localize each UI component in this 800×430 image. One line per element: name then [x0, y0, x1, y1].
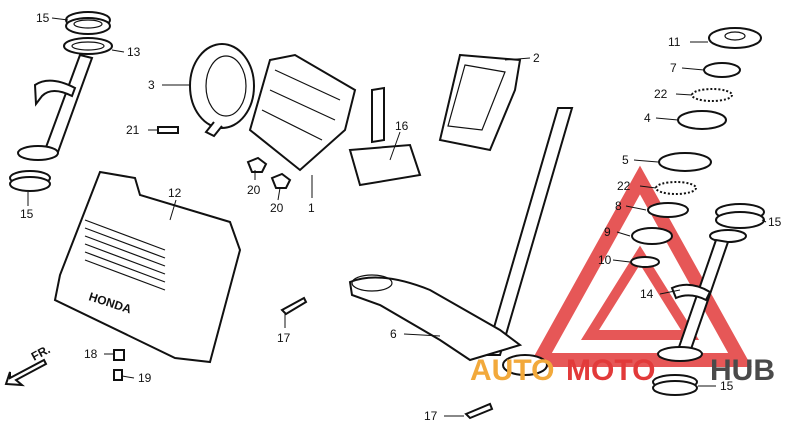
part-2-cover [438, 53, 522, 152]
label-4: 4 [644, 111, 651, 125]
label-17: 17 [277, 331, 291, 345]
label-15: 15 [768, 215, 782, 229]
label-17: 17 [424, 409, 438, 423]
label-11: 11 [668, 35, 681, 49]
part-7-ring [703, 62, 741, 78]
part-15-upper-left [65, 11, 111, 35]
watermark-text: AUTO MOTO HUB [470, 354, 775, 387]
part-10-ring [630, 256, 660, 268]
part-6-lower-bracket [348, 107, 574, 376]
label-19: 19 [138, 371, 152, 385]
part-22-balls-upper [691, 88, 733, 102]
label-3: 3 [148, 78, 155, 92]
label-6: 6 [390, 327, 397, 341]
part-22-balls-lower [655, 181, 697, 195]
part-9-ring [631, 227, 673, 245]
part-15-right-upper [715, 203, 765, 229]
part-11-nut [708, 27, 762, 49]
part-3-horn [189, 43, 255, 138]
part-17-bolt-lower [464, 402, 494, 420]
part-15-lower-left [9, 170, 51, 192]
front-label: FR. [29, 342, 53, 363]
part-1-bracket [248, 53, 357, 172]
label-8: 8 [615, 199, 622, 213]
label-12: 12 [168, 186, 182, 200]
label-5: 5 [622, 153, 629, 167]
watermark-logo [528, 165, 752, 367]
watermark-auto: AUTO [470, 354, 554, 387]
part-15-right-lower [652, 374, 698, 396]
part-12-cover: HONDA [53, 170, 242, 364]
part-5-race [658, 152, 712, 172]
part-18-clip [113, 349, 125, 361]
label-13: 13 [127, 45, 141, 59]
label-16: 16 [395, 119, 409, 133]
part-4-race [677, 110, 727, 130]
label-9: 9 [604, 225, 611, 239]
label-18: 18 [84, 347, 98, 361]
label-14: 14 [640, 287, 654, 301]
label-20: 20 [270, 201, 284, 215]
label-22: 22 [654, 87, 668, 101]
label-22: 22 [617, 179, 631, 193]
label-10: 10 [598, 253, 612, 267]
label-20: 20 [247, 183, 261, 197]
part-20-nut-b [270, 172, 292, 189]
label-21: 21 [126, 123, 140, 137]
label-1: 1 [308, 201, 315, 215]
part-20-nut-a [246, 156, 268, 173]
part-21-bolt [157, 126, 179, 134]
part-8-ring [647, 202, 689, 218]
watermark-hub: HUB [710, 354, 775, 387]
watermark-moto: MOTO [566, 354, 655, 387]
part-14-stem [657, 229, 747, 362]
watermark-triangle-inner [580, 245, 700, 340]
label-15: 15 [720, 379, 734, 393]
part-stem-left [17, 53, 94, 161]
part-13-ring [63, 37, 113, 55]
leader-lines [27, 17, 767, 417]
label-7: 7 [670, 61, 677, 75]
front-arrow-icon [4, 358, 48, 387]
part-16-bracket [348, 86, 422, 187]
label-15: 15 [20, 207, 34, 221]
label-2: 2 [533, 51, 540, 65]
part-17-bolt-upper [280, 296, 308, 316]
watermark-triangle-outer [528, 165, 752, 367]
label-15: 15 [36, 11, 50, 25]
part-19-screw [113, 369, 123, 381]
front-indicator: FR. [4, 342, 53, 387]
part-labels: 15 13 3 2 11 7 22 4 21 16 20 20 1 12 15 … [20, 11, 782, 423]
